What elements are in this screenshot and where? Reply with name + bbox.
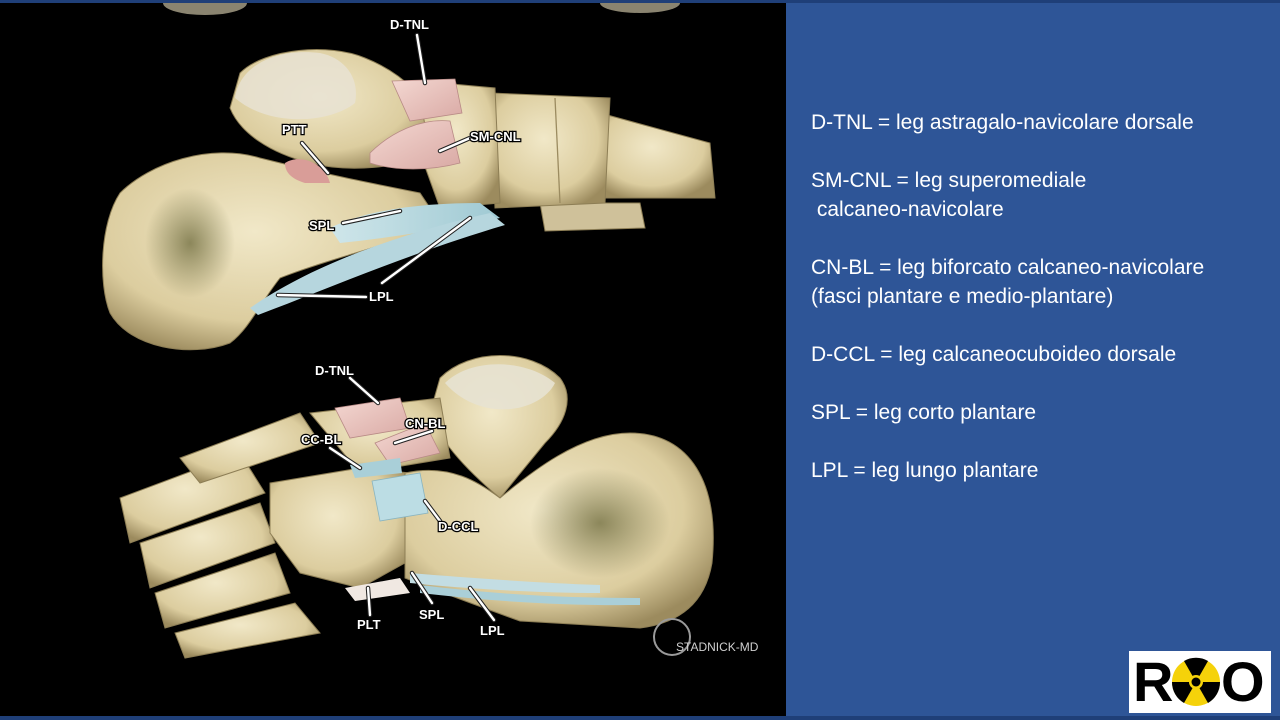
top-label-dtnl: D-TNL: [390, 17, 429, 32]
top-leader-lines: [275, 32, 473, 300]
bottom-border: [0, 716, 1280, 720]
top-metatarsal-2: [539, 202, 646, 232]
watermark-text: STADNICK-MD: [676, 640, 759, 654]
legend-entry-spl: SPL = leg corto plantare: [811, 401, 1037, 424]
bottom-talus-dome: [445, 364, 555, 410]
top-foot: [102, 49, 716, 351]
bottom-labels: D-TNL CC-BL CN-BL D-CCL PLT SPL LPL: [300, 362, 506, 640]
top-label-spl: SPL: [309, 218, 334, 233]
radiation-trefoil-icon: [1171, 657, 1221, 706]
anatomy-figure: D-TNL PTT SM-CNL SPL LPL: [0, 3, 786, 716]
bottom-ccbl-ligament: [350, 458, 402, 478]
bottom-foot: [119, 355, 714, 659]
bottom-leader-lines: [327, 375, 497, 623]
abbreviation-legend: D-TNL = leg astragalo-navicolare dorsale…: [811, 108, 1271, 514]
legend-entry-smcnl: SM-CNL = leg superomediale calcaneo-navi…: [811, 169, 1087, 221]
bottom-plt-tendon: [345, 578, 410, 601]
top-metatarsal-1: [599, 112, 716, 199]
top-dtnl-ligament: [391, 78, 463, 122]
bottom-label-spl: SPL: [419, 607, 444, 622]
bottom-label-lpl: LPL: [480, 623, 505, 638]
bottom-metatarsal-3: [154, 552, 291, 629]
top-border: [0, 0, 1280, 3]
top-label-smcnl: SM-CNL: [470, 129, 521, 144]
bottom-spl-ligament: [410, 573, 600, 593]
bottom-label-plt: PLT: [357, 617, 381, 632]
foot-illustration: D-TNL PTT SM-CNL SPL LPL: [102, 3, 759, 659]
top-labels: D-TNL PTT SM-CNL SPL LPL: [281, 16, 522, 306]
bottom-metatarsal-2: [139, 502, 276, 589]
bottom-label-dccl: D-CCL: [438, 519, 478, 534]
bottom-dccl-ligament: [371, 472, 429, 522]
legend-entry-dccl: D-CCL = leg calcaneocuboideo dorsale: [811, 343, 1177, 366]
bottom-label-ccbl: CC-BL: [301, 432, 341, 447]
top-spl-ligament: [330, 203, 500, 243]
logo-letter-o: O: [1221, 650, 1265, 713]
top-ptt-tendon: [285, 159, 330, 183]
legend-entry-lpl: LPL = leg lungo plantare: [811, 459, 1039, 482]
bottom-lpl-ligament: [420, 585, 640, 606]
top-talus-dome: [235, 52, 356, 120]
top-cuneiform: [489, 92, 611, 209]
bottom-label-dtnl: D-TNL: [315, 363, 354, 378]
top-label-lpl: LPL: [369, 289, 394, 304]
rro-logo: R O: [1129, 650, 1271, 713]
bottom-label-cnbl: CN-BL: [405, 416, 445, 431]
partial-bone-top-left: [163, 3, 247, 15]
bottom-metatarsal-5: [179, 412, 321, 484]
legend-entry-dtnl: D-TNL = leg astragalo-navicolare dorsale: [811, 111, 1194, 134]
legend-entry-cnbl: CN-BL = leg biforcato calcaneo-navicolar…: [811, 256, 1205, 308]
stadnick-watermark: STADNICK-MD: [653, 618, 759, 656]
partial-bone-top-right: [600, 3, 680, 13]
top-cuneiform-line: [554, 97, 561, 204]
top-heel-shade: [145, 188, 235, 298]
bottom-heel-shade: [530, 468, 670, 578]
top-smcnl-ligament: [369, 120, 461, 170]
bottom-metatarsal-4: [174, 602, 321, 659]
top-label-ptt: PTT: [282, 122, 307, 137]
logo-letter-r: R: [1133, 650, 1174, 713]
